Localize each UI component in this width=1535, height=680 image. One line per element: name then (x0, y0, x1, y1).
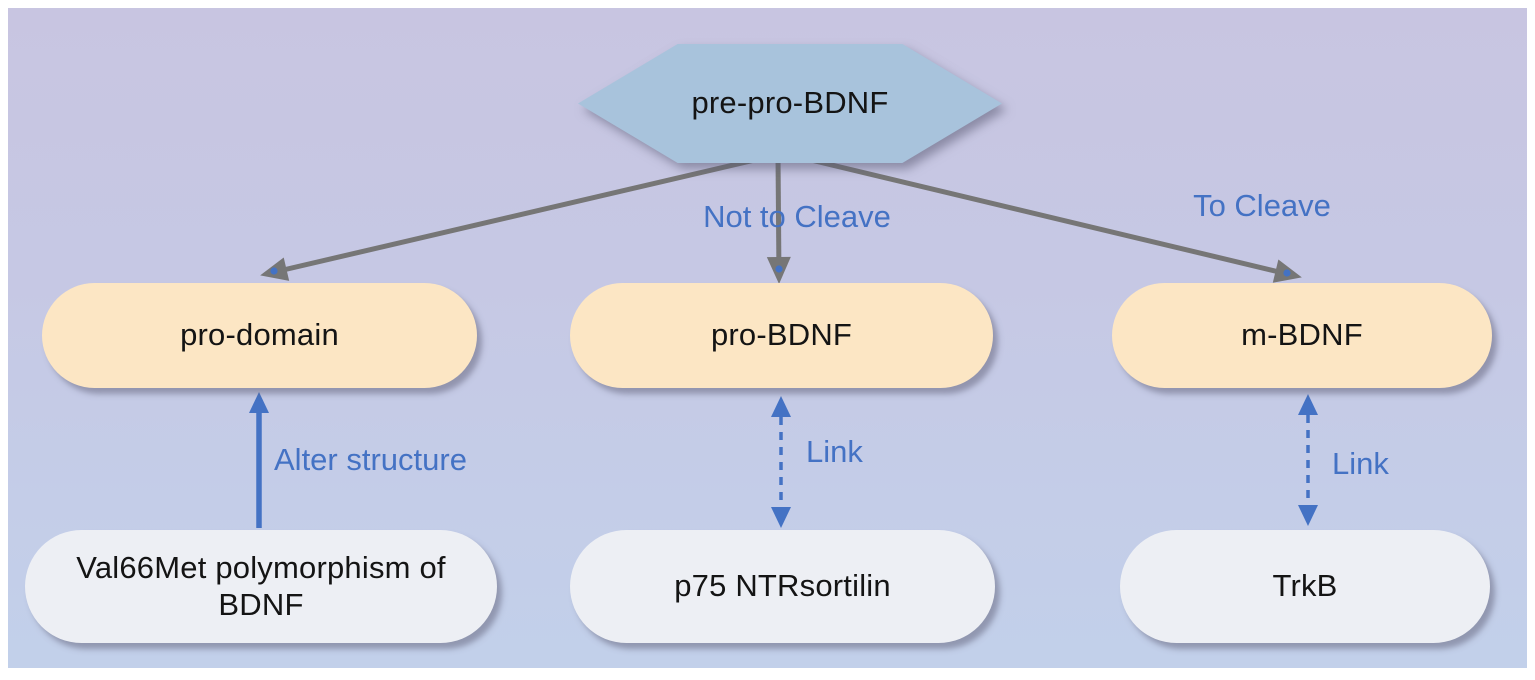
arrow-root-to-pro-domain (260, 152, 777, 281)
node-trkb: TrkB (1120, 530, 1490, 643)
node-label: Val66Met polymorphism of BDNF (76, 549, 446, 622)
node-label: pre-pro-BDNF (691, 85, 889, 121)
edge-label-not-to-cleave: Not to Cleave (703, 199, 891, 234)
diagram-canvas: pre-pro-BDNF pro-domain pro-BDNF m-BDNF … (8, 8, 1527, 668)
edge-label-link-m-bdnf: Link (1332, 446, 1389, 481)
node-pre-pro-bdnf: pre-pro-BDNF (578, 44, 1002, 163)
node-p75-ntr-sortilin: p75 NTRsortilin (570, 530, 995, 643)
node-label: TrkB (1272, 568, 1338, 604)
hexagon-shape: pre-pro-BDNF (578, 44, 1002, 163)
connector-dot-middle (775, 265, 783, 273)
edge-label-link-pro-bdnf: Link (806, 434, 863, 469)
edge-label-to-cleave: To Cleave (1193, 188, 1331, 223)
node-label: m-BDNF (1241, 317, 1363, 353)
node-m-bdnf: m-BDNF (1112, 283, 1492, 388)
connector-layer (249, 152, 1318, 528)
node-val66met: Val66Met polymorphism of BDNF (25, 530, 497, 643)
connector-dot-left (270, 267, 278, 275)
arrow-root-to-m-bdnf (789, 152, 1302, 283)
edge-label-alter-structure: Alter structure (274, 442, 467, 477)
node-pro-bdnf: pro-BDNF (570, 283, 993, 388)
node-pro-domain: pro-domain (42, 283, 477, 388)
node-label: p75 NTRsortilin (674, 568, 891, 604)
node-label: pro-domain (180, 317, 339, 353)
connector-dot-right (1283, 269, 1291, 277)
arrow-root-to-pro-bdnf (766, 154, 791, 284)
node-label: pro-BDNF (710, 317, 853, 353)
